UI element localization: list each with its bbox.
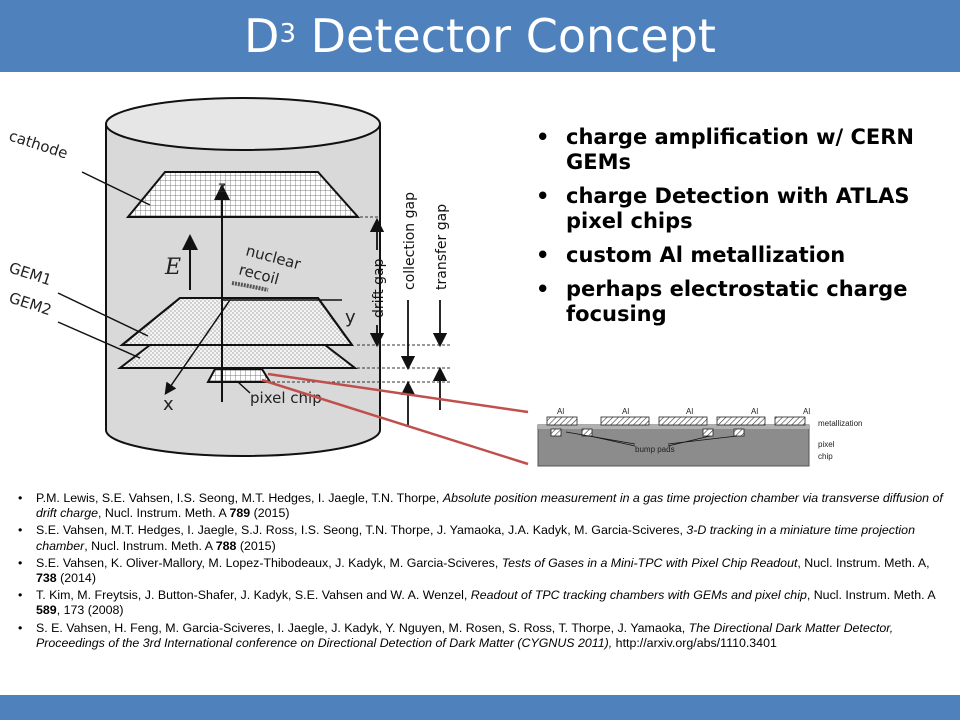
metallization-label: metallization — [818, 419, 862, 428]
bullet-list: •charge amplification w/ CERN GEMs •char… — [534, 125, 944, 336]
x-axis-line — [164, 299, 231, 395]
connector-line-top — [267, 372, 529, 414]
reference-item: •S.E. Vahsen, M.T. Hedges, I. Jaegle, S.… — [18, 523, 915, 553]
reference-item: •S. E. Vahsen, H. Feng, M. Garcia-Sciver… — [18, 620, 894, 650]
bullet-item: •charge amplification w/ CERN GEMs — [536, 125, 914, 174]
chip-inset: Al Al Al Al Al bump pads metallization p… — [537, 407, 862, 467]
reference-list: •P.M. Lewis, S.E. Vahsen, I.S. Seong, M.… — [18, 491, 943, 653]
title-superscript: 3 — [279, 19, 297, 49]
y-axis-label: y — [345, 307, 356, 328]
al-label-5: Al — [803, 407, 810, 416]
bullet-item: •charge Detection with ATLAS pixel chips — [536, 184, 910, 233]
cathode-plane — [125, 171, 361, 218]
reference-item: •T. Kim, M. Freytsis, J. Button-Shafer, … — [18, 588, 935, 618]
al-label-1: Al — [557, 407, 564, 416]
x-axis-label: x — [163, 394, 174, 415]
drift-gap-label: drift gap — [371, 258, 387, 318]
footer-bar — [0, 695, 960, 720]
bullet-item: •perhaps electrostatic charge focusing — [536, 277, 908, 326]
gap-markers — [272, 216, 450, 425]
slide-title: D3 Detector Concept — [244, 9, 716, 63]
connector-line-bottom — [261, 378, 529, 466]
transfer-gap-label: transfer gap — [434, 204, 450, 290]
recoil-track — [231, 281, 269, 292]
reference-link[interactable]: http://arxiv.org/abs/1110.3401 — [612, 635, 777, 650]
z-axis-label: z — [218, 178, 226, 196]
gem1-label: GEM1 — [7, 259, 54, 290]
reference-item: •S.E. Vahsen, K. Oliver-Mallory, M. Lope… — [18, 555, 930, 586]
chip-label: chip — [818, 452, 833, 461]
bump-pads-label: bump pads — [635, 445, 675, 454]
gem2-label: GEM2 — [7, 289, 54, 320]
bullet-item: •custom Al metallization — [536, 243, 846, 267]
collection-gap-label: collection gap — [402, 192, 418, 290]
title-bar — [0, 0, 960, 72]
gem2-plane — [117, 344, 358, 369]
cathode-label: cathode — [7, 127, 70, 163]
pixel-label: pixel — [818, 440, 835, 449]
pixel-chip-label: pixel chip — [250, 389, 322, 407]
al-label-3: Al — [686, 407, 693, 416]
al-label-4: Al — [751, 407, 758, 416]
al-label-2: Al — [622, 407, 629, 416]
reference-item: •P.M. Lewis, S.E. Vahsen, I.S. Seong, M.… — [18, 491, 943, 521]
pixel-chip — [206, 368, 272, 383]
field-label: E — [164, 255, 181, 280]
